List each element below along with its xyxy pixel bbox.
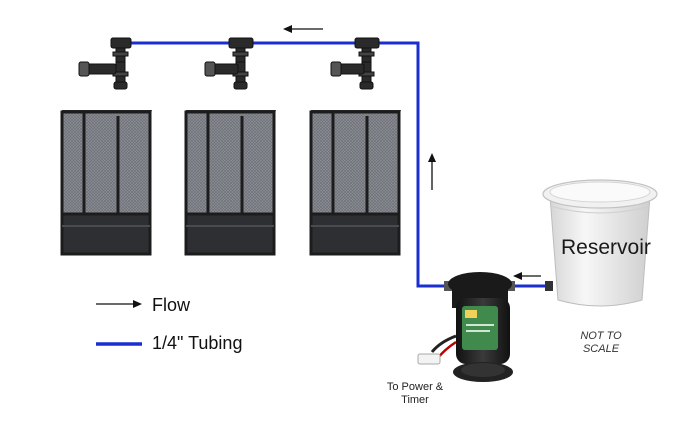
- reservoir-bucket: [542, 179, 658, 307]
- enclosure-2: [184, 110, 276, 256]
- enclosure-1: [60, 110, 152, 256]
- legend-flow-arrow: [96, 300, 142, 308]
- misting-nozzle-3: [330, 37, 380, 90]
- flow-arrow-vertical: [428, 153, 436, 190]
- not-to-scale-note: NOT TO SCALE: [580, 330, 622, 355]
- tubing-line: [131, 41, 548, 288]
- flow-arrow-reservoir: [513, 272, 541, 280]
- legend-flow-label: Flow: [152, 295, 191, 315]
- power-timer-note: To Power & Timer: [386, 381, 444, 406]
- water-pump: [417, 272, 515, 382]
- enclosure-3: [309, 110, 401, 256]
- reservoir-label: Reservoir: [561, 236, 651, 259]
- misting-nozzle-2: [204, 37, 254, 90]
- flow-arrow-top: [283, 25, 323, 33]
- misting-nozzle-1: [78, 37, 132, 90]
- legend-tubing-label: 1/4" Tubing: [152, 333, 243, 353]
